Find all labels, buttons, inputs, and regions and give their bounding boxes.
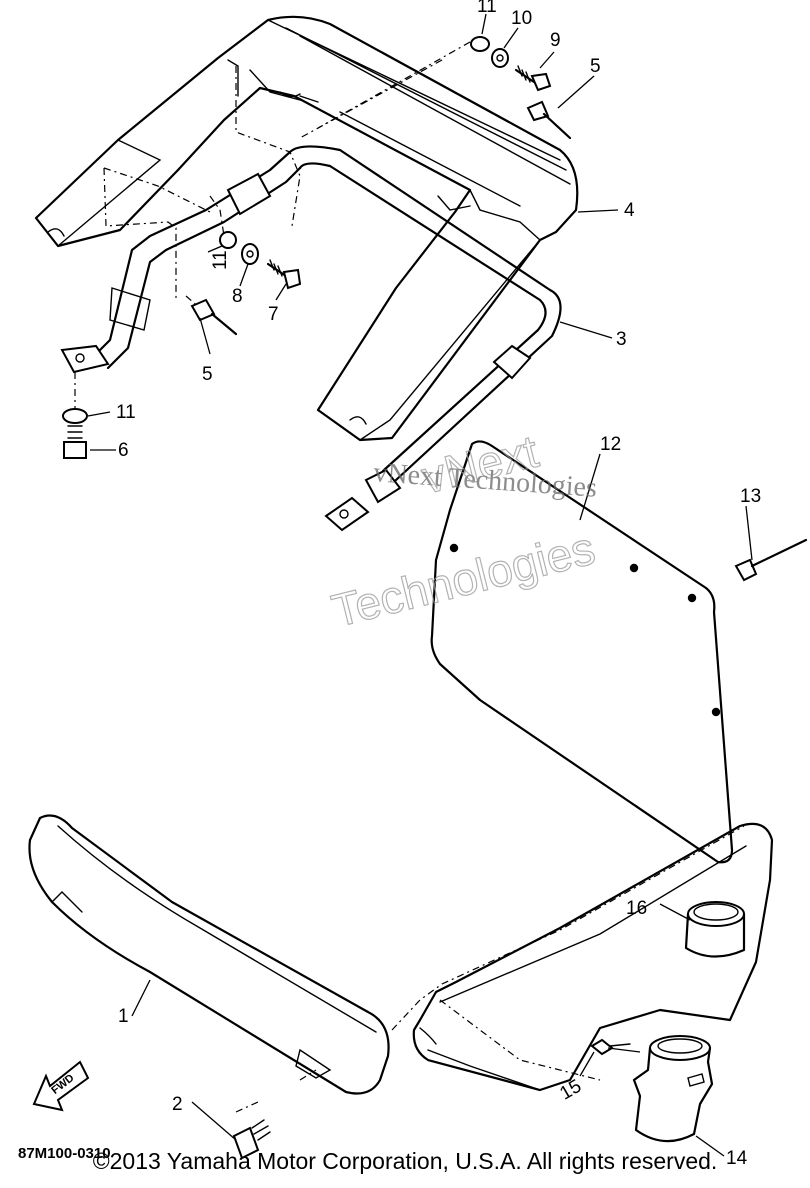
bolt-7 <box>266 259 302 290</box>
callout-16: 16 <box>626 898 647 919</box>
bolt-9 <box>514 65 552 92</box>
watermark-technologies: Technologies <box>327 522 600 637</box>
callout-15: 15 <box>556 1076 585 1105</box>
nut-8 <box>241 243 259 265</box>
callout-10: 10 <box>511 8 532 29</box>
nut-10 <box>491 48 509 68</box>
hardware <box>62 36 572 459</box>
callout-5-lower: 5 <box>202 364 213 385</box>
grommet-part-16 <box>684 901 746 958</box>
callout-13: 13 <box>740 486 761 507</box>
washer-11-lower <box>62 408 88 424</box>
grab-rail-part-3 <box>60 145 562 532</box>
clip-part-15 <box>590 1038 631 1056</box>
callout-4: 4 <box>624 200 635 221</box>
callout-3: 3 <box>616 329 627 350</box>
watermark-vnext-technologies: vNext Technologies <box>373 457 598 504</box>
copyright-notice: ©2013 Yamaha Motor Corporation, U.S.A. A… <box>92 1148 718 1174</box>
bolt-6 <box>63 425 87 459</box>
frame-cover <box>412 822 774 1143</box>
collar-part-14 <box>632 1035 714 1143</box>
front-guard-part-1 <box>28 814 390 1095</box>
callout-11-middle: 11 <box>210 250 231 270</box>
callout-9: 9 <box>550 30 561 51</box>
callout-11-lower: 11 <box>116 402 136 423</box>
rivet-part-13 <box>734 538 808 582</box>
washer-11-top <box>470 36 490 52</box>
callout-11-top: 11 <box>477 0 497 17</box>
callout-2: 2 <box>172 1094 183 1115</box>
callout-12: 12 <box>600 434 621 455</box>
washer-11-middle <box>219 231 237 249</box>
clip-5-lower <box>190 298 238 336</box>
callout-7: 7 <box>268 304 279 325</box>
clip-5-top <box>526 100 572 140</box>
forward-arrow-icon: FWD <box>32 1060 90 1112</box>
callout-14: 14 <box>726 1148 748 1169</box>
callouts: 11 10 9 5 4 3 11 8 7 5 11 6 12 13 1 2 16… <box>116 0 761 1169</box>
screw-part-2 <box>232 1119 271 1160</box>
callout-5-top: 5 <box>590 56 601 77</box>
mud-flap-part-12 <box>430 440 734 864</box>
carrier-rack-part-4 <box>34 15 579 442</box>
diagram-code: 87M100-0310 <box>18 1145 111 1162</box>
callout-8: 8 <box>232 286 243 307</box>
callout-1: 1 <box>118 1006 129 1027</box>
leader-lines <box>87 13 753 1157</box>
callout-6: 6 <box>118 440 129 461</box>
watermark: vNext Technologies vNext Technologies <box>326 424 600 637</box>
